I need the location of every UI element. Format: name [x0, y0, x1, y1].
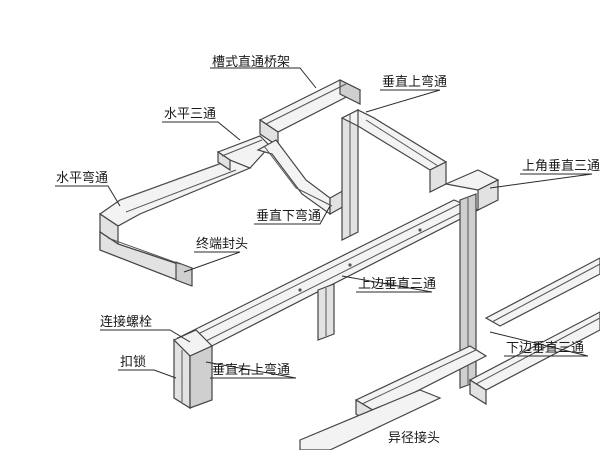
leader-top-corner-vertical-tee: [489, 173, 593, 189]
label-reducer: 异径接头: [388, 431, 441, 446]
label-trough-straight: 槽式直通桥架: [212, 55, 291, 70]
leader-horizontal-elbow: [55, 185, 121, 207]
leader-vertical-up-elbow: [365, 89, 441, 113]
bottom-side-vertical-tee-tray: [468, 257, 600, 406]
leader-horizontal-tee: [162, 121, 241, 141]
leader-lines: [55, 67, 593, 379]
trough-straight-tray: [258, 79, 362, 148]
leader-connecting-bolt: [100, 329, 191, 343]
label-vertical-down-elbow: 垂直下弯通: [256, 209, 322, 224]
horizontal-elbow-tray: [98, 159, 252, 246]
label-end-cap: 终端封头: [196, 237, 249, 252]
vertical-down-elbow-tray: [256, 139, 349, 216]
vertical-up-elbow-tray: [340, 109, 448, 241]
label-bottom-side-vertical-tee: 下边垂直三通: [506, 341, 585, 356]
leader-end-cap: [183, 251, 241, 273]
reducer-tray: [299, 345, 488, 450]
top-side-vertical-tee-drop: [317, 283, 335, 341]
leader-trough-straight: [210, 67, 317, 89]
label-vertical-up-elbow: 垂直上弯通: [382, 75, 448, 90]
label-top-corner-vertical-tee: 上角垂直三通: [522, 159, 600, 174]
label-buckle-lock: 扣锁: [120, 355, 147, 370]
end-cap-tray: [99, 230, 193, 287]
label-horizontal-elbow: 水平弯通: [56, 171, 109, 186]
vertical-right-up-elbow-tray: [172, 329, 214, 410]
label-connecting-bolt: 连接螺栓: [100, 315, 153, 330]
label-horizontal-tee: 水平三通: [164, 107, 217, 122]
horizontal-tee-tray: [216, 135, 271, 172]
leader-top-side-vertical-tee: [341, 275, 433, 293]
leader-vertical-down-elbow: [254, 205, 331, 225]
label-top-side-vertical-tee: 上边垂直三通: [358, 277, 437, 292]
label-vertical-right-up-elbow: 垂直右上弯通: [212, 363, 291, 378]
leader-buckle-lock: [118, 369, 177, 379]
leader-vertical-right-up-elbow: [205, 361, 297, 379]
leader-bottom-side-vertical-tee: [489, 331, 589, 357]
